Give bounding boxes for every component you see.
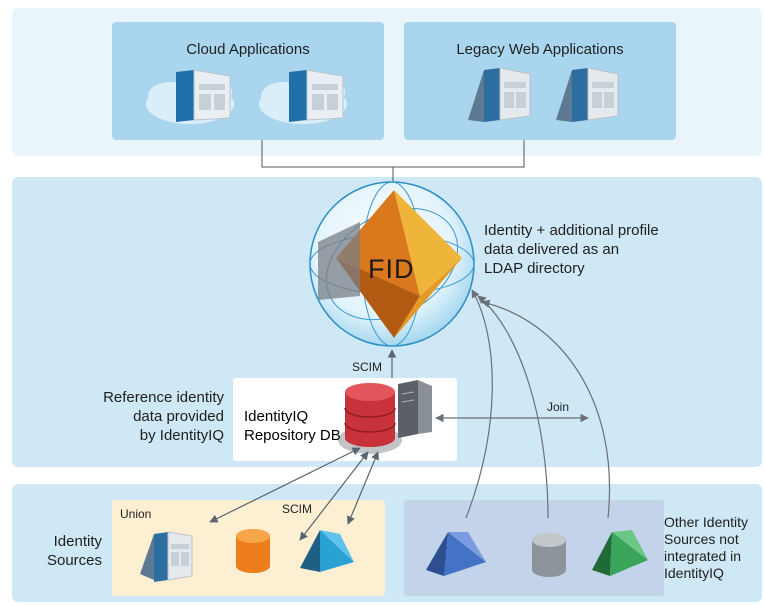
cloud-applications-title: Cloud Applications — [186, 41, 310, 58]
scim-up-label: SCIM — [352, 360, 382, 374]
fid-sphere — [309, 181, 475, 347]
union-label: Union — [120, 507, 152, 521]
reference-note-line-3: by IdentityIQ — [139, 427, 224, 444]
repository-title: IdentityIQ Repository DB — [244, 407, 341, 445]
reference-note-line-2: data provided — [133, 408, 224, 425]
fid-description-line-1: Identity + additional profile — [484, 222, 659, 239]
legacy-app-icon-2 — [556, 67, 619, 122]
reference-note-line-1: Reference identity — [103, 389, 224, 406]
reference-identity-note: Reference identity data provided by Iden… — [30, 388, 224, 445]
legacy-web-applications-panel — [404, 22, 676, 140]
fid-description: Identity + additional profile data deliv… — [484, 221, 659, 278]
db-to-sources-arrows — [209, 447, 379, 541]
orange-database-icon — [236, 529, 270, 573]
gray-database-icon — [532, 533, 566, 577]
join-label: Join — [547, 400, 570, 414]
identity-sources-line-1: Identity — [53, 533, 102, 550]
other-sources-line-4: IdentityIQ — [664, 565, 724, 581]
repository-db-icon — [338, 380, 432, 454]
identity-sources-label: Identity Sources — [20, 532, 102, 570]
app-source-icon — [140, 531, 193, 582]
other-sources-arrows — [465, 289, 611, 519]
cloud-app-icon-1 — [146, 69, 234, 124]
identity-sources-line-2: Sources — [46, 552, 102, 569]
repository-title-line-2: Repository DB — [244, 427, 341, 444]
other-sources-line-1: Other Identity — [664, 514, 749, 530]
other-identity-sources-label: Other Identity Sources not integrated in… — [664, 514, 748, 582]
other-sources-line-2: Sources not — [664, 531, 739, 547]
green-prism-icon — [592, 530, 648, 576]
fid-label: FID — [368, 254, 415, 284]
legacy-web-applications-title: Legacy Web Applications — [456, 41, 624, 58]
scim-sources-label: SCIM — [282, 502, 312, 516]
fid-description-line-2: data delivered as an — [484, 241, 620, 258]
repository-title-line-1: IdentityIQ — [244, 408, 309, 425]
legacy-app-icon-1 — [468, 67, 531, 122]
fid-description-line-3: LDAP directory — [484, 260, 585, 277]
other-sources-line-3: integrated in — [664, 548, 742, 564]
blue-prism-icon — [426, 532, 486, 576]
teal-prism-icon — [300, 530, 354, 572]
cloud-app-icon-2 — [259, 69, 347, 124]
